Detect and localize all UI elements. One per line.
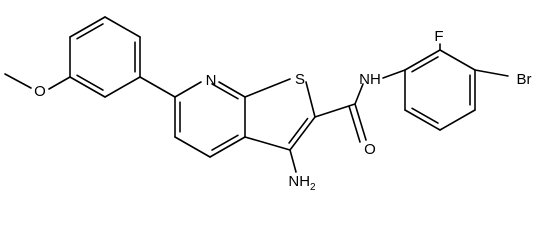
aryl-ring-bond: [104, 76, 141, 98]
amino-group-label: NH2: [288, 173, 316, 193]
haloaryl-ring-bond: [439, 49, 476, 71]
bond-layer: [4, 16, 509, 173]
thiophene-sulfur-label: S: [295, 71, 305, 88]
fluorine-label: F: [434, 28, 443, 45]
thiophene-bond: [244, 136, 291, 151]
pyridine-double-bond: [211, 83, 239, 100]
haloaryl-ring-double-bond: [411, 107, 439, 124]
methoxy-o-aryl-bond: [48, 76, 71, 90]
bromine-bond: [474, 69, 509, 77]
pyridine-nitrogen-label: N: [206, 72, 217, 89]
haloaryl-ring-bond: [404, 49, 441, 71]
thiophene-c-s-bond: [244, 78, 291, 98]
amino-subscript-label: 2: [310, 182, 316, 193]
pyridine-bond: [209, 136, 246, 158]
amide-n-aryl-bond: [382, 69, 406, 79]
haloaryl-ring-double-bond: [411, 56, 439, 73]
aryl-ring-double-bond: [76, 74, 104, 91]
pyridine-bond: [174, 136, 211, 158]
amino-bond: [289, 149, 297, 173]
carbonyl-bond: [354, 103, 367, 141]
bromine-label: Br: [517, 71, 532, 88]
pyridine-c-n-bond: [218, 81, 246, 98]
carbonyl-double-bond: [348, 105, 361, 143]
haloaryl-ring-bond: [439, 109, 476, 131]
aryl-ring-bond: [69, 16, 106, 38]
pyridine-n-c-bond: [174, 81, 202, 98]
molecule-structure: O N S NH F Br O NH2: [4, 16, 532, 193]
thiophene-double-bond: [288, 117, 309, 144]
amide-nh-label: NH: [359, 71, 381, 88]
aryl-ring-bond: [69, 76, 106, 98]
biaryl-bond: [139, 76, 176, 98]
amino-nh-label: NH: [288, 173, 310, 190]
thiophene-s-c-bond: [305, 81, 316, 118]
aryl-ring-bond: [104, 16, 141, 38]
aryl-ring-double-bond: [76, 23, 104, 40]
methoxy-o-methyl-bond: [4, 73, 32, 89]
methoxy-oxygen-label: O: [34, 83, 46, 100]
atom-label-layer: O N S NH F Br O NH2: [34, 28, 531, 193]
amide-c-n-bond: [354, 83, 364, 105]
haloaryl-ring-bond: [404, 109, 441, 131]
carbonyl-oxygen-label: O: [364, 141, 376, 158]
pyridine-double-bond: [211, 134, 239, 151]
thiophene-bond: [289, 116, 316, 151]
